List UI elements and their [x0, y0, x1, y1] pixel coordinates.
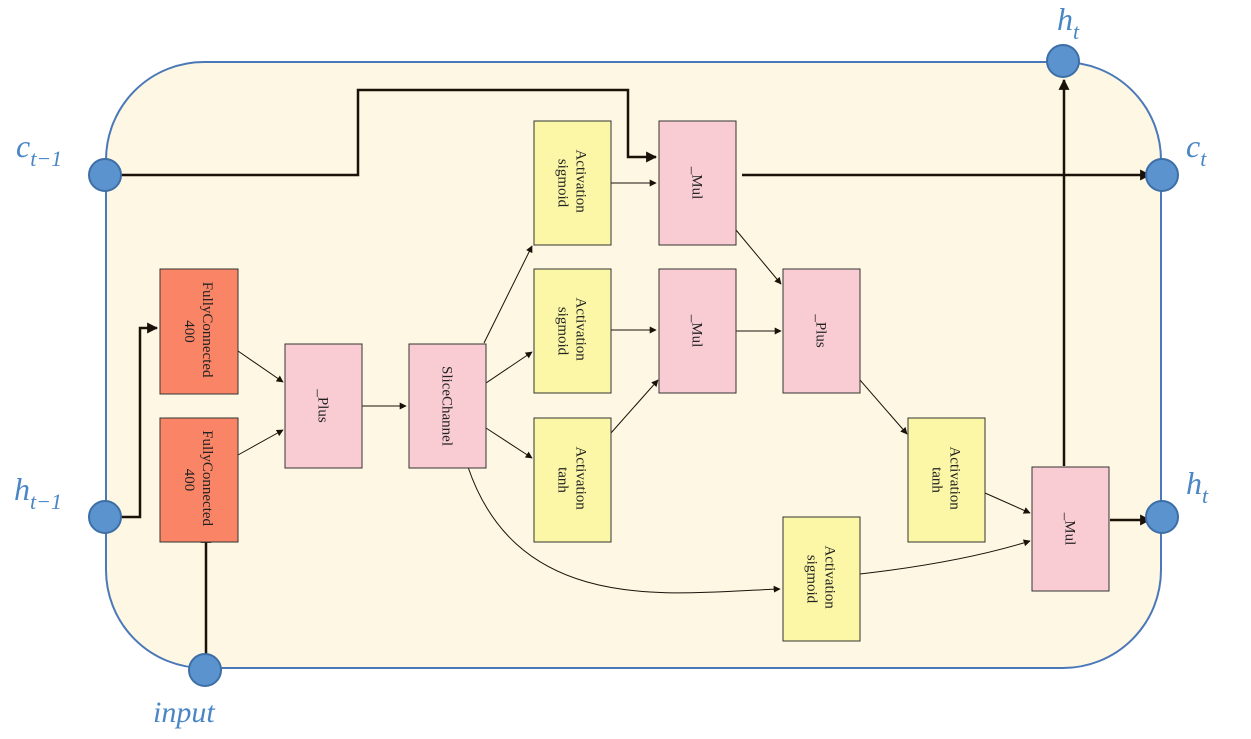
- label-h-prev: ht−1: [14, 471, 62, 514]
- act-sig1-line1: Activation: [573, 149, 589, 213]
- lstm-cell-container: [105, 61, 1162, 669]
- fc-bottom-node: FullyConnected 400: [159, 417, 239, 543]
- mul-node-3: _Mul: [1031, 466, 1110, 592]
- svg-text:Activation tanh: Activation tanh: [929, 446, 963, 513]
- svg-text:Activation sigmoid: Activation sigmoid: [555, 297, 589, 364]
- fc-bottom-line2: 400: [181, 469, 197, 492]
- slice-channel-node: SliceChannel: [408, 343, 487, 469]
- act-sig3-line1: Activation: [822, 545, 838, 609]
- fc-bottom-line1: FullyConnected: [199, 430, 215, 526]
- svg-text:Activation sigmoid: Activation sigmoid: [555, 149, 589, 216]
- slice-channel-label: SliceChannel: [439, 366, 455, 446]
- wire-cprev-to-mul1: [118, 88, 658, 177]
- port-h-top: [1046, 44, 1080, 78]
- plus-node-2-label: _Plus: [813, 313, 829, 348]
- activation-sigmoid-node-3: Activation sigmoid: [782, 516, 861, 642]
- act-tanh2-line1: Activation: [947, 446, 963, 510]
- act-tanh1-line2: tanh: [555, 467, 571, 493]
- svg-text:FullyConnected 400: FullyConnected 400: [181, 430, 215, 530]
- wire-fc-bottom-to-plus1: [237, 429, 284, 456]
- port-c-out: [1145, 158, 1179, 192]
- wire-slice-to-sig2: [485, 351, 533, 384]
- fc-top-line1: FullyConnected: [199, 282, 215, 378]
- label-h-top: ht: [1057, 1, 1080, 44]
- wire-slice-to-tanh1: [485, 427, 533, 459]
- mul-node-1: _Mul: [658, 120, 737, 246]
- svg-text:Activation sigmoid: Activation sigmoid: [804, 545, 838, 612]
- activation-sigmoid-node-1: Activation sigmoid: [533, 120, 612, 246]
- label-h-out: ht: [1186, 465, 1209, 508]
- activation-sigmoid-node-2: Activation sigmoid: [533, 268, 612, 394]
- wire-slice-to-sig3: [467, 466, 781, 594]
- wire-tanh1-to-mul2: [610, 379, 659, 434]
- wire-hprev-to-fc: [120, 322, 159, 519]
- fc-top-line2: 400: [181, 320, 197, 343]
- wire-tanh2-to-mul3: [984, 492, 1031, 514]
- mul-node-2: _Mul: [658, 268, 737, 394]
- plus-node-2: _Plus: [782, 268, 861, 394]
- port-input: [188, 653, 222, 687]
- fc-top-node: FullyConnected 400: [159, 268, 239, 395]
- mul-node-1-label: _Mul: [689, 166, 705, 200]
- label-c-out: ct: [1186, 128, 1207, 171]
- act-sig2-line1: Activation: [573, 297, 589, 361]
- port-h-out: [1145, 500, 1179, 534]
- svg-text:FullyConnected 400: FullyConnected 400: [181, 282, 215, 382]
- act-tanh2-line2: tanh: [929, 467, 945, 493]
- act-sig3-line2: sigmoid: [804, 555, 820, 604]
- activation-tanh-node-2: Activation tanh: [907, 417, 986, 543]
- port-h-prev: [88, 500, 122, 534]
- wire-plus2-to-tanh2: [859, 379, 908, 435]
- label-c-prev: ct−1: [16, 128, 62, 171]
- act-sig2-line2: sigmoid: [555, 307, 571, 356]
- mul-node-3-label: _Mul: [1062, 512, 1078, 546]
- wire-sig3-to-mul3: [859, 539, 1031, 575]
- wire-slice-to-sig1: [483, 245, 533, 344]
- act-sig1-line2: sigmoid: [555, 159, 571, 208]
- wire-mul1-to-plus2: [735, 229, 782, 285]
- port-c-prev: [88, 158, 122, 192]
- act-tanh1-line1: Activation: [573, 446, 589, 510]
- plus-node-1: _Plus: [284, 343, 363, 469]
- svg-text:Activation tanh: Activation tanh: [555, 446, 589, 513]
- plus-node-1-label: _Plus: [315, 388, 331, 423]
- wires: [118, 78, 1152, 656]
- wire-fc-top-to-plus1: [237, 350, 284, 383]
- mul-node-2-label: _Mul: [689, 314, 705, 348]
- label-input: input: [153, 696, 215, 729]
- activation-tanh-node-1: Activation tanh: [533, 417, 612, 543]
